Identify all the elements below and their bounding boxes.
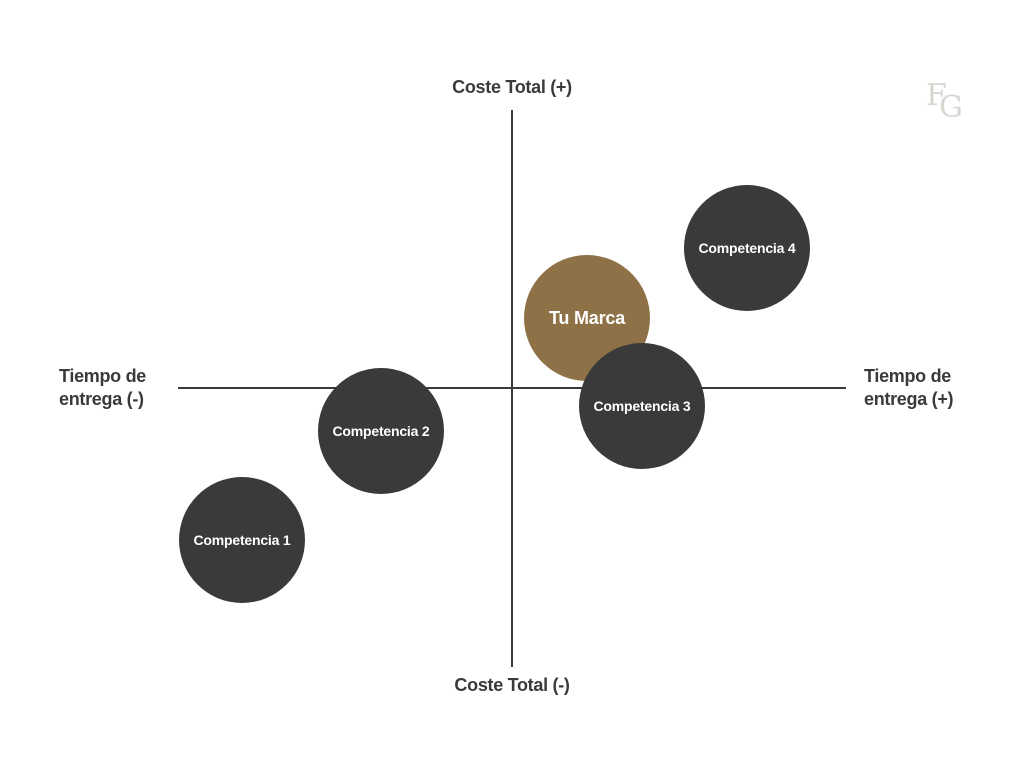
logo-letter-f: F xyxy=(926,78,947,113)
bubble-competencia-1: Competencia 1 xyxy=(179,477,305,603)
bubble-competencia-3: Competencia 3 xyxy=(579,343,705,469)
fg-logo: F G xyxy=(926,78,963,125)
bubble-label: Competencia 3 xyxy=(593,398,691,414)
logo-letter-g: G xyxy=(939,90,963,125)
axis-label-bottom: Coste Total (-) xyxy=(454,675,570,695)
bubble-label: Tu Marca xyxy=(548,307,626,328)
axis-label-top: Coste Total (+) xyxy=(452,77,572,97)
axis-label-right: Tiempo de entrega (+) xyxy=(864,365,954,411)
axis-label-left-line2: entrega (-) xyxy=(59,389,144,409)
bubble-label: Competencia 1 xyxy=(193,532,291,548)
bubble-label: Competencia 2 xyxy=(332,423,430,439)
bubble-competencia-2: Competencia 2 xyxy=(318,368,444,494)
vertical-axis xyxy=(511,110,513,667)
axis-label-right-line1: Tiempo de xyxy=(864,366,951,386)
bubble-competencia-4: Competencia 4 xyxy=(684,185,810,311)
axis-label-right-line2: entrega (+) xyxy=(864,389,954,409)
bubble-label: Competencia 4 xyxy=(698,240,796,256)
axis-label-left-line1: Tiempo de xyxy=(59,366,146,386)
axis-label-left: Tiempo de entrega (-) xyxy=(59,365,146,411)
